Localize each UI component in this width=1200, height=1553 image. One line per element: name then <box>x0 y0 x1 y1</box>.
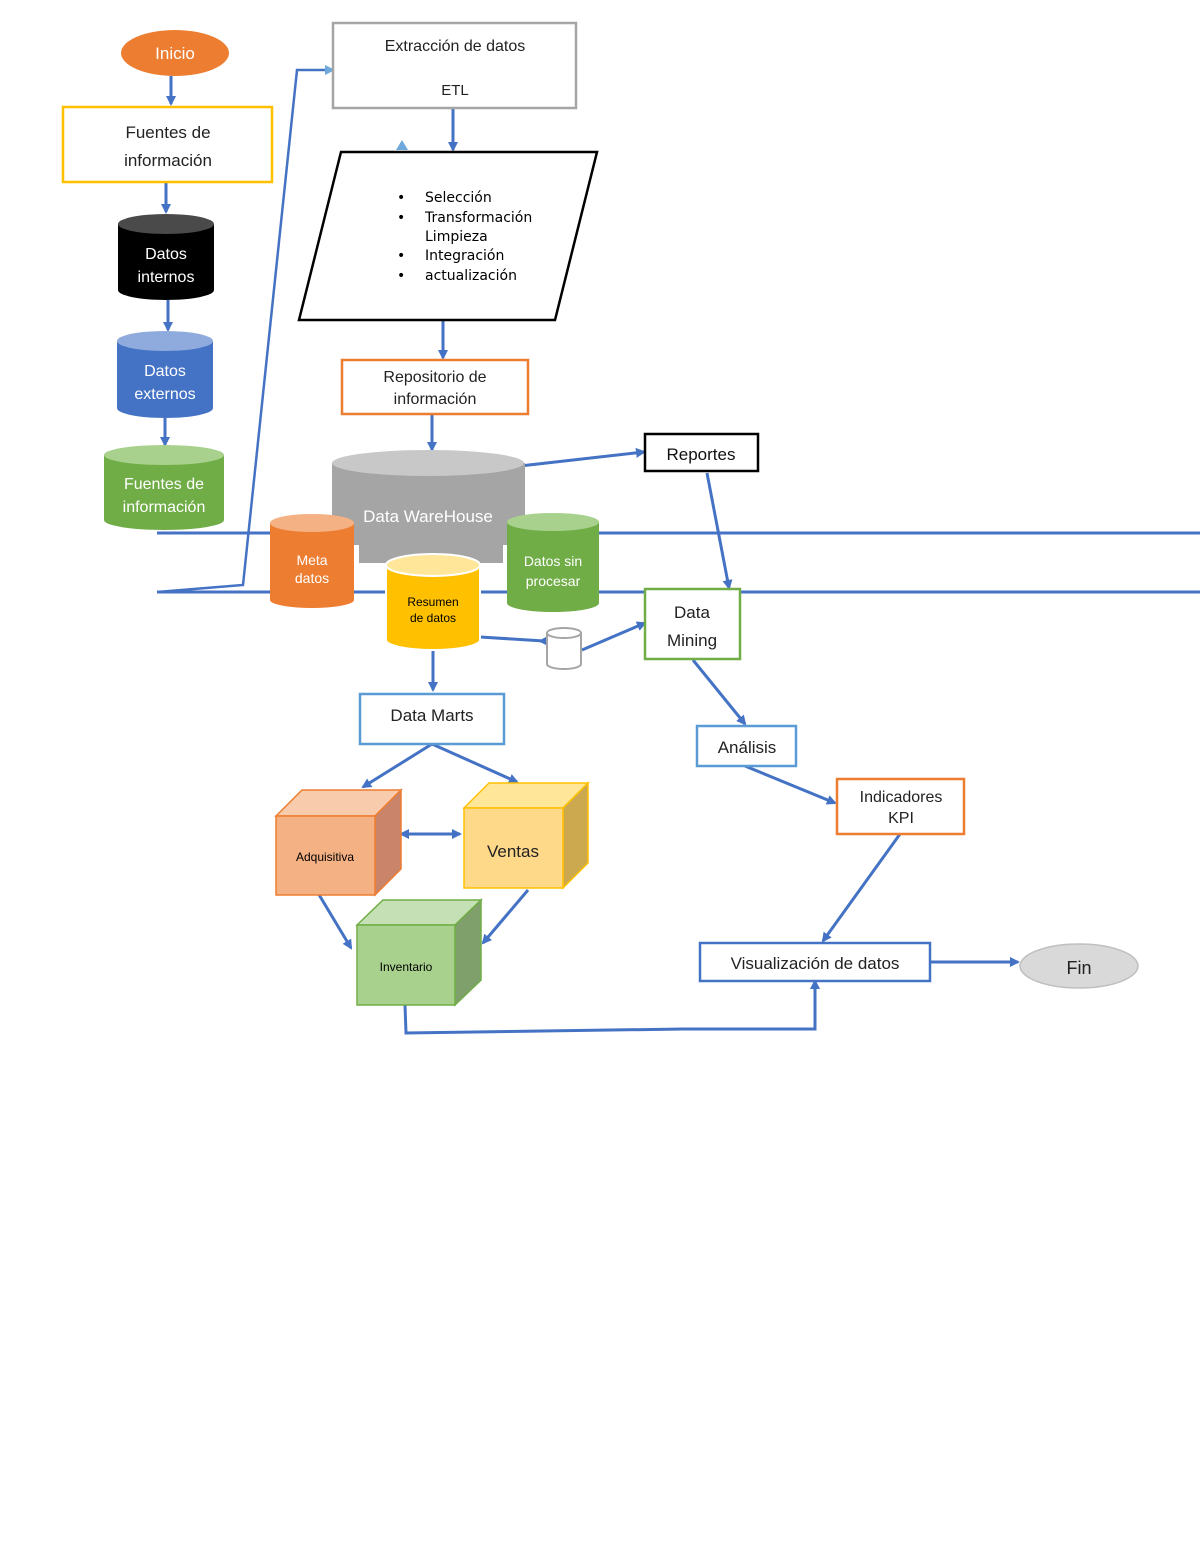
arrow-kpi-to-visualizacion <box>821 833 902 943</box>
datos-sin-procesar-line2: procesar <box>526 573 581 589</box>
bullet-icon: • <box>397 268 405 284</box>
inventario-label: Inventario <box>380 960 433 974</box>
data-mining-line1: Data <box>674 603 710 622</box>
data-mining-box: Data Mining <box>643 587 742 661</box>
arrow-marts-to-ventas <box>431 742 519 784</box>
analisis-label: Análisis <box>718 738 777 757</box>
inicio-node: Inicio <box>121 30 229 76</box>
datos-externos-line1: Datos <box>144 363 186 380</box>
fuentes-box-line1: Fuentes de <box>125 123 210 142</box>
arrow-sources-to-etl <box>156 65 335 594</box>
etl-step-seleccion: Selección <box>425 190 492 206</box>
meta-datos-line1: Meta <box>296 552 327 568</box>
datos-internos-line2: internos <box>138 269 195 286</box>
data-warehouse-cylinder: Data WareHouse <box>332 450 525 563</box>
resumen-line1: Resumen <box>407 595 458 609</box>
etl-box: Extracción de datos ETL <box>331 21 578 110</box>
arrow-small-db-to-mining <box>581 621 647 652</box>
arrow-warehouse-to-reportes <box>519 447 646 468</box>
kpi-line1: Indicadores <box>860 789 943 806</box>
arrow-stub <box>396 140 408 150</box>
arrow-resumen-to-small-db <box>479 635 545 643</box>
fin-node: Fin <box>1019 943 1139 989</box>
etl-step-integracion: Integración <box>425 248 504 264</box>
arrow-reportes-to-mining <box>705 472 733 590</box>
etl-step-limpieza: Limpieza <box>425 229 488 245</box>
visualizacion-label: Visualización de datos <box>731 954 900 973</box>
etl-step-actualizacion: actualización <box>425 268 517 284</box>
arrow-mining-to-analisis <box>691 659 747 726</box>
data-marts-label: Data Marts <box>390 706 473 725</box>
meta-datos-line2: datos <box>295 570 329 586</box>
fuentes-cylinder-line1: Fuentes de <box>124 476 204 493</box>
arrow-marts-to-adquisitiva <box>361 742 433 789</box>
datos-internos-line1: Datos <box>145 246 187 263</box>
inicio-label: Inicio <box>155 44 195 63</box>
datos-internos-cylinder: Datos internos <box>118 214 214 300</box>
kpi-line2: KPI <box>888 810 914 827</box>
etl-step-transformacion: Transformación <box>424 210 532 226</box>
arrow-ventas-to-inventario <box>481 889 530 945</box>
resumen-datos-cylinder: Resumen de datos <box>385 553 481 651</box>
small-database-icon <box>546 627 582 670</box>
datos-externos-line2: externos <box>134 386 195 403</box>
data-mining-line2: Mining <box>667 631 717 650</box>
inventario-cube: Inventario <box>355 898 483 1007</box>
arrow-analisis-to-kpi <box>744 764 837 805</box>
arrow-inventario-to-visualizacion <box>403 979 820 1035</box>
bullet-icon: • <box>397 210 405 226</box>
adquisitiva-cube: Adquisitiva <box>274 788 403 897</box>
data-warehouse-label: Data WareHouse <box>363 507 493 526</box>
visualizacion-box: Visualización de datos <box>698 941 932 983</box>
fuentes-box-line2: información <box>124 151 212 170</box>
bullet-icon: • <box>397 248 405 264</box>
resumen-line2: de datos <box>410 611 456 625</box>
kpi-box: Indicadores KPI <box>835 777 966 836</box>
etl-steps-parallelogram: • Selección • Transformación Limpieza • … <box>297 150 599 322</box>
datos-sin-procesar-cylinder: Datos sin procesar <box>507 513 599 612</box>
data-marts-box: Data Marts <box>358 692 506 746</box>
ventas-cube: Ventas <box>462 781 590 890</box>
fuentes-cylinder: Fuentes de información <box>104 445 224 530</box>
bullet-icon: • <box>397 190 405 206</box>
analisis-box: Análisis <box>695 724 798 768</box>
arrow-adquisitiva-to-inventario <box>316 892 353 950</box>
repositorio-box: Repositorio de información <box>340 358 530 416</box>
reportes-box: Reportes <box>643 432 760 473</box>
fuentes-cylinder-line2: información <box>123 499 206 516</box>
datos-sin-procesar-line1: Datos sin <box>524 553 582 569</box>
adquisitiva-label: Adquisitiva <box>296 850 354 864</box>
datos-externos-cylinder: Datos externos <box>117 331 213 418</box>
meta-datos-cylinder: Meta datos <box>270 514 354 608</box>
fuentes-box: Fuentes de información <box>61 105 274 184</box>
etl-title: Extracción de datos <box>385 38 526 55</box>
repositorio-line2: información <box>394 391 477 408</box>
repositorio-line1: Repositorio de <box>383 369 486 386</box>
fin-label: Fin <box>1066 958 1091 978</box>
ventas-label: Ventas <box>487 842 539 861</box>
reportes-label: Reportes <box>667 445 736 464</box>
etl-subtitle: ETL <box>441 82 469 99</box>
